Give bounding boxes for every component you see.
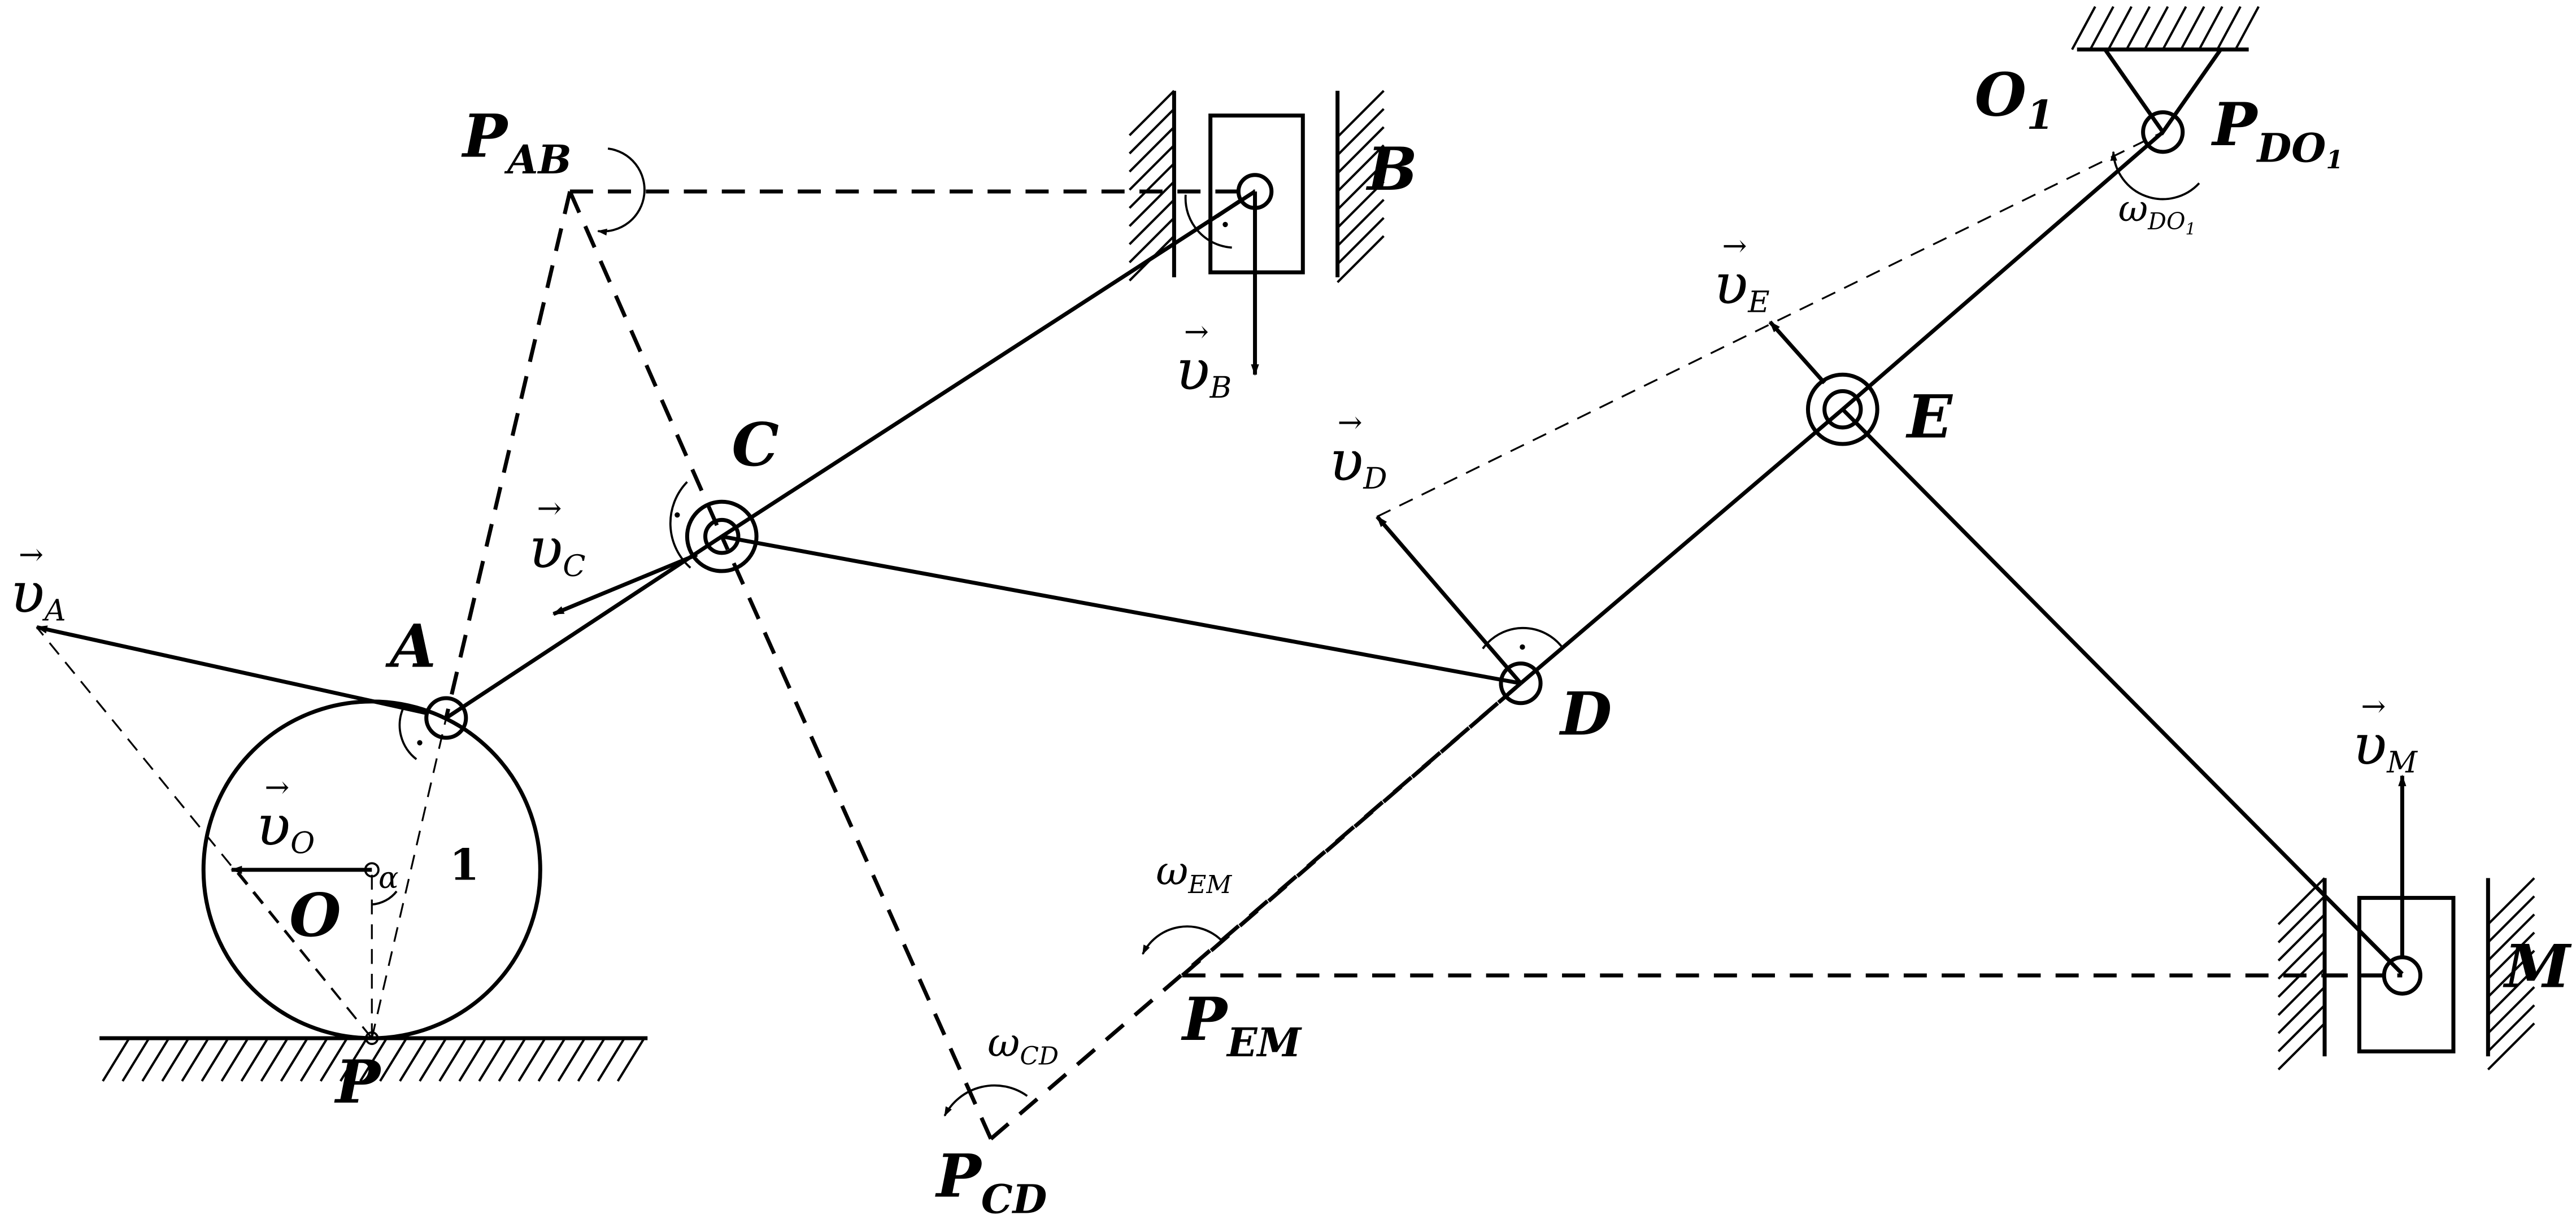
label-vM: → υM — [2353, 689, 2418, 780]
joint-C — [703, 517, 741, 555]
slider-B-guides — [1129, 90, 1385, 284]
vector-vE — [1768, 320, 1826, 385]
label-omega-DO1: ωDO1 — [2118, 188, 2196, 238]
label-vA: → υA — [10, 537, 66, 628]
vector-vC — [552, 552, 698, 616]
label-E: E — [1905, 381, 1953, 451]
svg-text:→: → — [2361, 689, 2386, 724]
line-PAB-C — [568, 190, 724, 538]
label-P-AB: PAB — [461, 101, 572, 183]
omega-DO1-arc — [2110, 151, 2200, 201]
rod-CD — [721, 534, 1521, 686]
label-C: C — [732, 410, 779, 480]
right-angle-A-dot — [417, 740, 423, 746]
joint-D — [1499, 661, 1543, 706]
rod-CB — [720, 190, 1256, 538]
right-angle-D-dot — [1520, 644, 1525, 650]
svg-text:υO: υO — [256, 794, 315, 861]
svg-text:→: → — [264, 770, 289, 804]
label-M: M — [2503, 931, 2572, 1001]
svg-text:→: → — [19, 537, 43, 572]
label-vB: → υB — [1176, 315, 1232, 405]
rod-CB-overlap — [1216, 198, 1243, 218]
label-vD: → υD — [1329, 406, 1387, 496]
joint-C-outer — [685, 499, 759, 573]
rod-EO1 — [1841, 130, 2164, 411]
svg-text:→: → — [537, 491, 562, 526]
slider-M-block — [2357, 896, 2456, 1053]
label-omega-EM: ωEM — [1156, 848, 1232, 899]
label-omega-CD: ωCD — [987, 1020, 1059, 1071]
joint-A — [424, 696, 468, 740]
vector-vA — [36, 625, 427, 715]
svg-text:→: → — [1722, 229, 1747, 263]
joint-E — [1822, 389, 1863, 430]
svg-text:υB: υB — [1176, 338, 1232, 406]
label-O: O — [289, 880, 341, 950]
label-P-EM: PEM — [1181, 984, 1303, 1066]
label-vE: → υE — [1714, 229, 1770, 319]
label-vO: → υO — [256, 770, 315, 860]
label-P: P — [334, 1047, 382, 1117]
label-P-CD: PCD — [935, 1140, 1047, 1222]
line-PCD-C — [720, 535, 993, 1140]
omega-AB-arc — [597, 147, 646, 236]
right-angle-C-dot — [675, 512, 680, 518]
line-PAB-A — [444, 191, 572, 718]
right-angle-B-arc — [1184, 194, 1232, 249]
alpha-label: α — [378, 861, 399, 895]
svg-text:→: → — [1338, 406, 1363, 440]
rod-DE — [1519, 407, 1844, 685]
line-P-vO — [236, 869, 373, 1039]
slider-M-guides — [2277, 877, 2535, 1070]
label-disk-1: 1 — [450, 839, 480, 890]
svg-text:υA: υA — [10, 561, 66, 628]
label-A: A — [385, 611, 436, 681]
right-angle-A-arc — [398, 707, 417, 760]
right-angle-D-arc — [1482, 626, 1563, 650]
svg-text:υE: υE — [1714, 252, 1770, 320]
angle-alpha-arc — [372, 890, 398, 906]
vector-vD — [1376, 515, 1522, 685]
label-O1: O1 — [1975, 60, 2054, 138]
omega-EM-arc — [1142, 925, 1223, 955]
right-angle-C-arc — [669, 481, 691, 569]
ground — [99, 1036, 648, 1082]
label-P-DO1: PDO1 — [2211, 89, 2343, 175]
rod-EM — [1841, 408, 2404, 976]
rod-AC — [445, 534, 723, 720]
support-O1 — [2071, 6, 2260, 136]
rod-EM-overlap — [2357, 929, 2392, 964]
label-vC: → υC — [529, 491, 586, 583]
joint-E-outer — [1805, 372, 1879, 446]
joint-O1 — [2141, 110, 2185, 154]
svg-text:→: → — [1184, 315, 1209, 349]
svg-text:υM: υM — [2353, 713, 2418, 780]
label-D: D — [1559, 678, 1612, 748]
line-vD-PDO1 — [1377, 131, 2164, 518]
right-angle-B-dot — [1222, 221, 1228, 228]
omega-CD-arc — [943, 1084, 1028, 1117]
line-P-A — [371, 717, 447, 1039]
svg-text:υC: υC — [529, 516, 586, 583]
label-B: B — [1365, 134, 1417, 204]
svg-text:υD: υD — [1329, 429, 1387, 496]
